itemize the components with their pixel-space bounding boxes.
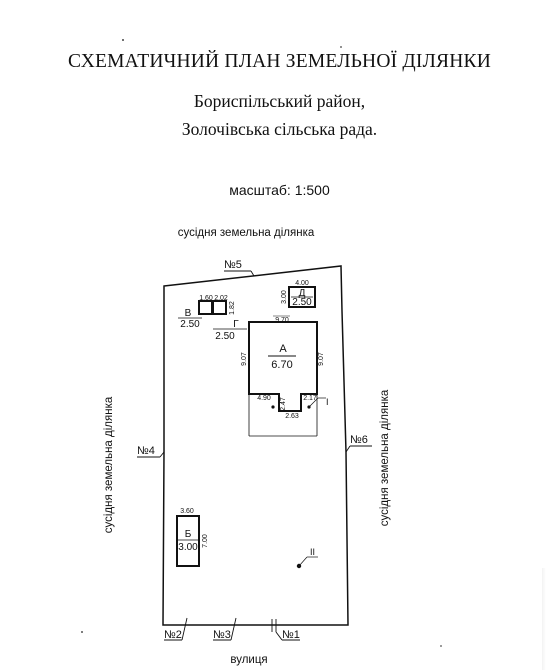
svg-text:2.50: 2.50 (292, 297, 312, 308)
svg-text:Д: Д (299, 288, 306, 299)
svg-text:4.00: 4.00 (295, 280, 309, 287)
svg-text:А: А (279, 343, 287, 355)
svg-text:6.70: 6.70 (271, 359, 292, 371)
svg-text:3.00: 3.00 (281, 290, 288, 304)
svg-text:4.90: 4.90 (257, 395, 271, 402)
svg-text:№3: №3 (213, 629, 231, 641)
svg-text:9.70: 9.70 (275, 317, 289, 324)
neighbor-label-left: сусідня земельна ділянка (103, 396, 115, 533)
district-name: Бориспільський район, (193, 91, 366, 111)
svg-text:В: В (185, 308, 192, 319)
svg-text:№4: №4 (137, 445, 155, 457)
scan-specks (81, 39, 442, 647)
street-label: вулиця (230, 654, 267, 666)
svg-text:1.60: 1.60 (199, 295, 213, 302)
building-g: 2.02 1.82 Г 2.50 (212, 295, 247, 342)
scale-label: масштаб: 1:500 (229, 182, 330, 198)
svg-text:2.02: 2.02 (214, 295, 228, 302)
boundary-point-1: №1 (271, 619, 300, 641)
svg-text:Г: Г (233, 319, 239, 330)
parcel-boundary (162, 265, 349, 626)
boundary-point-2: №2 (164, 617, 188, 641)
svg-text:№2: №2 (164, 629, 182, 641)
svg-text:3.00: 3.00 (178, 542, 198, 553)
svg-text:7.00: 7.00 (202, 534, 209, 548)
svg-text:2.17: 2.17 (303, 395, 317, 402)
building-v: 1.60 В 2.50 (178, 295, 213, 330)
svg-text:3.60: 3.60 (180, 508, 194, 515)
building-b: 3.60 7.00 Б 3.00 (176, 508, 209, 567)
svg-text:2.63: 2.63 (285, 413, 299, 420)
svg-text:№1: №1 (282, 629, 300, 641)
svg-text:9.07: 9.07 (318, 352, 325, 366)
svg-text:№5: №5 (224, 259, 242, 271)
council-name: Золочівська сільська рада. (181, 119, 378, 139)
boundary-point-5: №5 (224, 259, 255, 277)
boundary-point-4: №4 (137, 445, 165, 458)
marker-i: I (326, 397, 329, 407)
svg-text:II: II (310, 547, 315, 557)
svg-text:2.50: 2.50 (215, 331, 235, 342)
neighbor-label-top: сусідня земельна ділянка (178, 227, 315, 239)
well-marker: II (296, 547, 318, 569)
building-d: 4.00 3.00 Д 2.50 (281, 280, 316, 308)
building-a: 9.70 9.07 9.07 А 6.70 4.90 2.17 2.47 2.6… (241, 315, 329, 437)
svg-text:1.82: 1.82 (229, 301, 236, 315)
boundary-point-3: №3 (213, 617, 237, 641)
boundary-point-6: №6 (345, 434, 372, 453)
page-title: СХЕМАТИЧНИЙ ПЛАН ЗЕМЕЛЬНОЇ ДІЛЯНКИ (68, 51, 491, 72)
svg-text:9.07: 9.07 (241, 352, 248, 366)
scan-edge-shadow (542, 568, 546, 670)
neighbor-label-right: сусідня земельна ділянка (379, 389, 391, 526)
svg-text:2.47: 2.47 (280, 397, 287, 411)
svg-text:2.50: 2.50 (180, 319, 200, 330)
svg-text:Б: Б (185, 529, 192, 540)
svg-text:№6: №6 (350, 434, 368, 446)
